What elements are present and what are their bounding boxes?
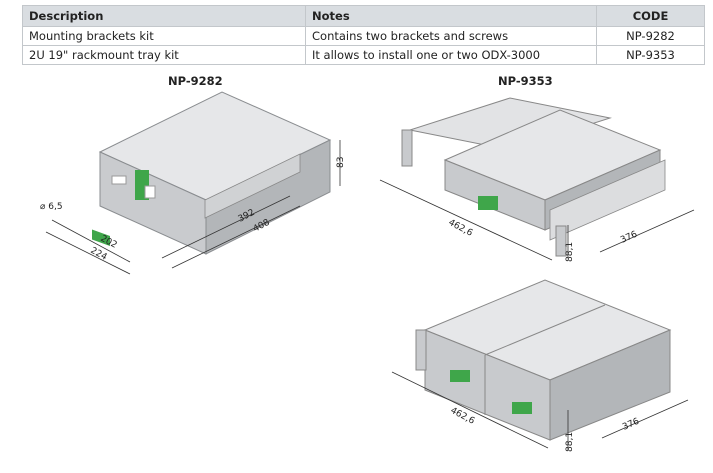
cell-code: NP-9353 bbox=[596, 45, 705, 65]
header-description: Description bbox=[22, 5, 306, 27]
bottom-tray-image bbox=[415, 279, 672, 441]
dim-hole: ⌀ 6,5 bbox=[40, 202, 63, 212]
table-header-row: Description Notes CODE bbox=[22, 5, 705, 27]
dim-bottom-depth: 376 bbox=[621, 417, 641, 433]
figure-title-np9282: NP-9282 bbox=[168, 74, 223, 88]
header-notes: Notes bbox=[305, 5, 597, 27]
dim-bottom-height: 88,1 bbox=[565, 432, 575, 452]
cell-notes: It allows to install one or two ODX-3000 bbox=[305, 45, 597, 65]
dim-tray-height: 88,1 bbox=[565, 242, 575, 262]
table-row: 2U 19" rackmount tray kit It allows to i… bbox=[22, 45, 705, 65]
cell-code: NP-9282 bbox=[596, 26, 705, 46]
cell-description: 2U 19" rackmount tray kit bbox=[22, 45, 306, 65]
dim-83: 83 bbox=[336, 157, 346, 168]
header-code: CODE bbox=[596, 5, 705, 27]
np9353-tray-image bbox=[401, 97, 666, 257]
product-table: Description Notes CODE Mounting brackets… bbox=[22, 5, 705, 65]
np9282-device-image bbox=[92, 91, 332, 255]
figure-title-np9353: NP-9353 bbox=[498, 74, 553, 88]
